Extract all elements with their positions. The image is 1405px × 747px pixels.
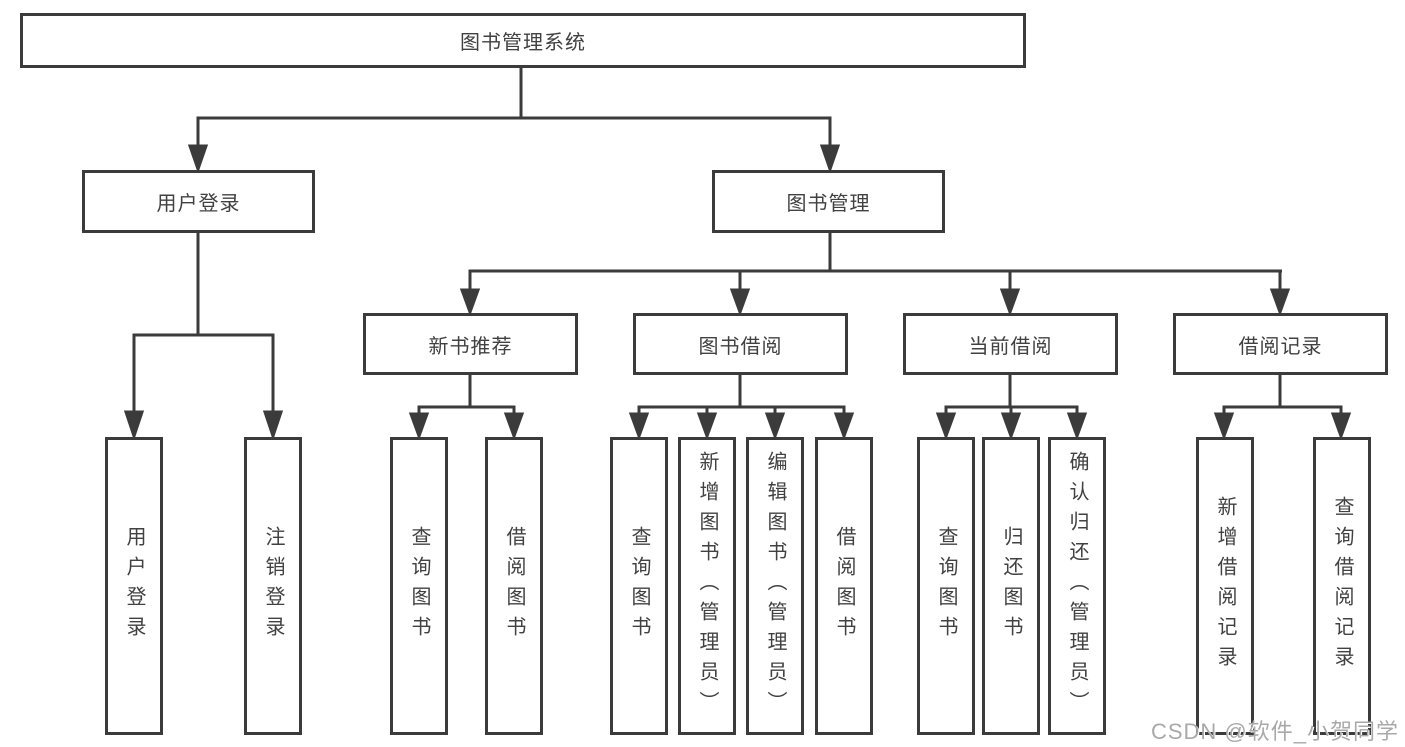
leaf-label: 查询图书: [935, 526, 957, 646]
arrowhead-icon: [1330, 412, 1352, 441]
leaf-add-book-admin: 新增图书（管理员）: [678, 437, 736, 735]
leaf-query-books-recommend: 查询图书: [390, 437, 448, 735]
node-book-management: 图书管理: [712, 170, 945, 233]
arrowhead-icon: [764, 412, 786, 441]
arrowhead-icon: [1000, 412, 1022, 441]
arrowhead-icon: [408, 412, 430, 441]
node-new-book-recommend: 新书推荐: [363, 313, 578, 375]
leaf-label: 编辑图书（管理员）: [764, 451, 786, 721]
connector-records-to-leaves: [1213, 375, 1352, 441]
arrowhead-icon: [696, 412, 718, 441]
leaf-label: 借阅图书: [503, 526, 525, 646]
node-label: 用户登录: [156, 193, 241, 215]
arrowhead-icon: [187, 144, 209, 174]
node-current-borrowing: 当前借阅: [903, 313, 1118, 375]
arrowhead-icon: [729, 288, 751, 317]
arrowhead-icon: [1066, 412, 1088, 441]
connector-new-book-to-leaves: [408, 375, 525, 441]
node-book-borrowing: 图书借阅: [633, 313, 848, 375]
node-label: 借阅记录: [1238, 335, 1323, 358]
arrowhead-icon: [123, 410, 145, 441]
leaf-edit-book-admin: 编辑图书（管理员）: [746, 437, 804, 735]
arrowhead-icon: [819, 144, 841, 174]
leaf-label: 归还图书: [1000, 526, 1022, 646]
leaf-query-books-current: 查询图书: [917, 437, 975, 735]
node-user-login: 用户登录: [82, 170, 315, 233]
connector-current-borrow-to-leaves: [935, 375, 1088, 441]
node-label: 图书管理: [786, 193, 871, 215]
arrowhead-icon: [1213, 412, 1235, 441]
leaf-label: 注销登录: [262, 526, 284, 646]
leaf-label: 查询图书: [408, 526, 430, 646]
leaf-label: 用户登录: [123, 526, 145, 646]
node-label: 图书管理系统: [460, 32, 586, 54]
leaf-label: 新增借阅记录: [1214, 496, 1236, 676]
watermark: CSDN @软件_小贺同学: [1150, 719, 1399, 744]
leaf-query-borrow-record: 查询借阅记录: [1313, 437, 1371, 735]
node-borrowing-records: 借阅记录: [1173, 313, 1388, 375]
leaf-add-borrow-record: 新增借阅记录: [1196, 437, 1254, 735]
arrowhead-icon: [262, 410, 284, 441]
node-label: 当前借阅: [968, 335, 1053, 358]
arrowhead-icon: [999, 288, 1021, 317]
node-label: 图书借阅: [698, 335, 783, 358]
connector-root-to-level2: [187, 68, 841, 174]
leaf-logout-login: 注销登录: [244, 437, 302, 735]
node-library-system: 图书管理系统: [20, 13, 1026, 68]
leaf-confirm-return-admin: 确认归还（管理员）: [1048, 437, 1106, 735]
leaf-borrow-books-recommend: 借阅图书: [485, 437, 543, 735]
arrowhead-icon: [833, 412, 855, 441]
leaf-user-login: 用户登录: [105, 437, 163, 735]
arrowhead-icon: [503, 412, 525, 441]
leaf-label: 借阅图书: [833, 526, 855, 646]
connector-book-management-to-level3: [459, 233, 1291, 317]
leaf-query-books-borrow: 查询图书: [610, 437, 668, 735]
leaf-label: 查询图书: [628, 526, 650, 646]
leaf-label: 查询借阅记录: [1331, 496, 1353, 676]
leaf-return-books: 归还图书: [982, 437, 1040, 735]
arrowhead-icon: [1269, 288, 1291, 317]
leaf-label: 确认归还（管理员）: [1066, 451, 1088, 721]
arrowhead-icon: [459, 288, 481, 317]
arrowhead-icon: [628, 412, 650, 441]
node-label: 新书推荐: [428, 335, 513, 358]
leaf-borrow-books-2: 借阅图书: [815, 437, 873, 735]
connector-book-borrow-to-leaves: [628, 375, 855, 441]
leaf-label: 新增图书（管理员）: [696, 451, 718, 721]
arrowhead-icon: [935, 412, 957, 441]
connector-user-login-to-leaves: [123, 233, 284, 441]
